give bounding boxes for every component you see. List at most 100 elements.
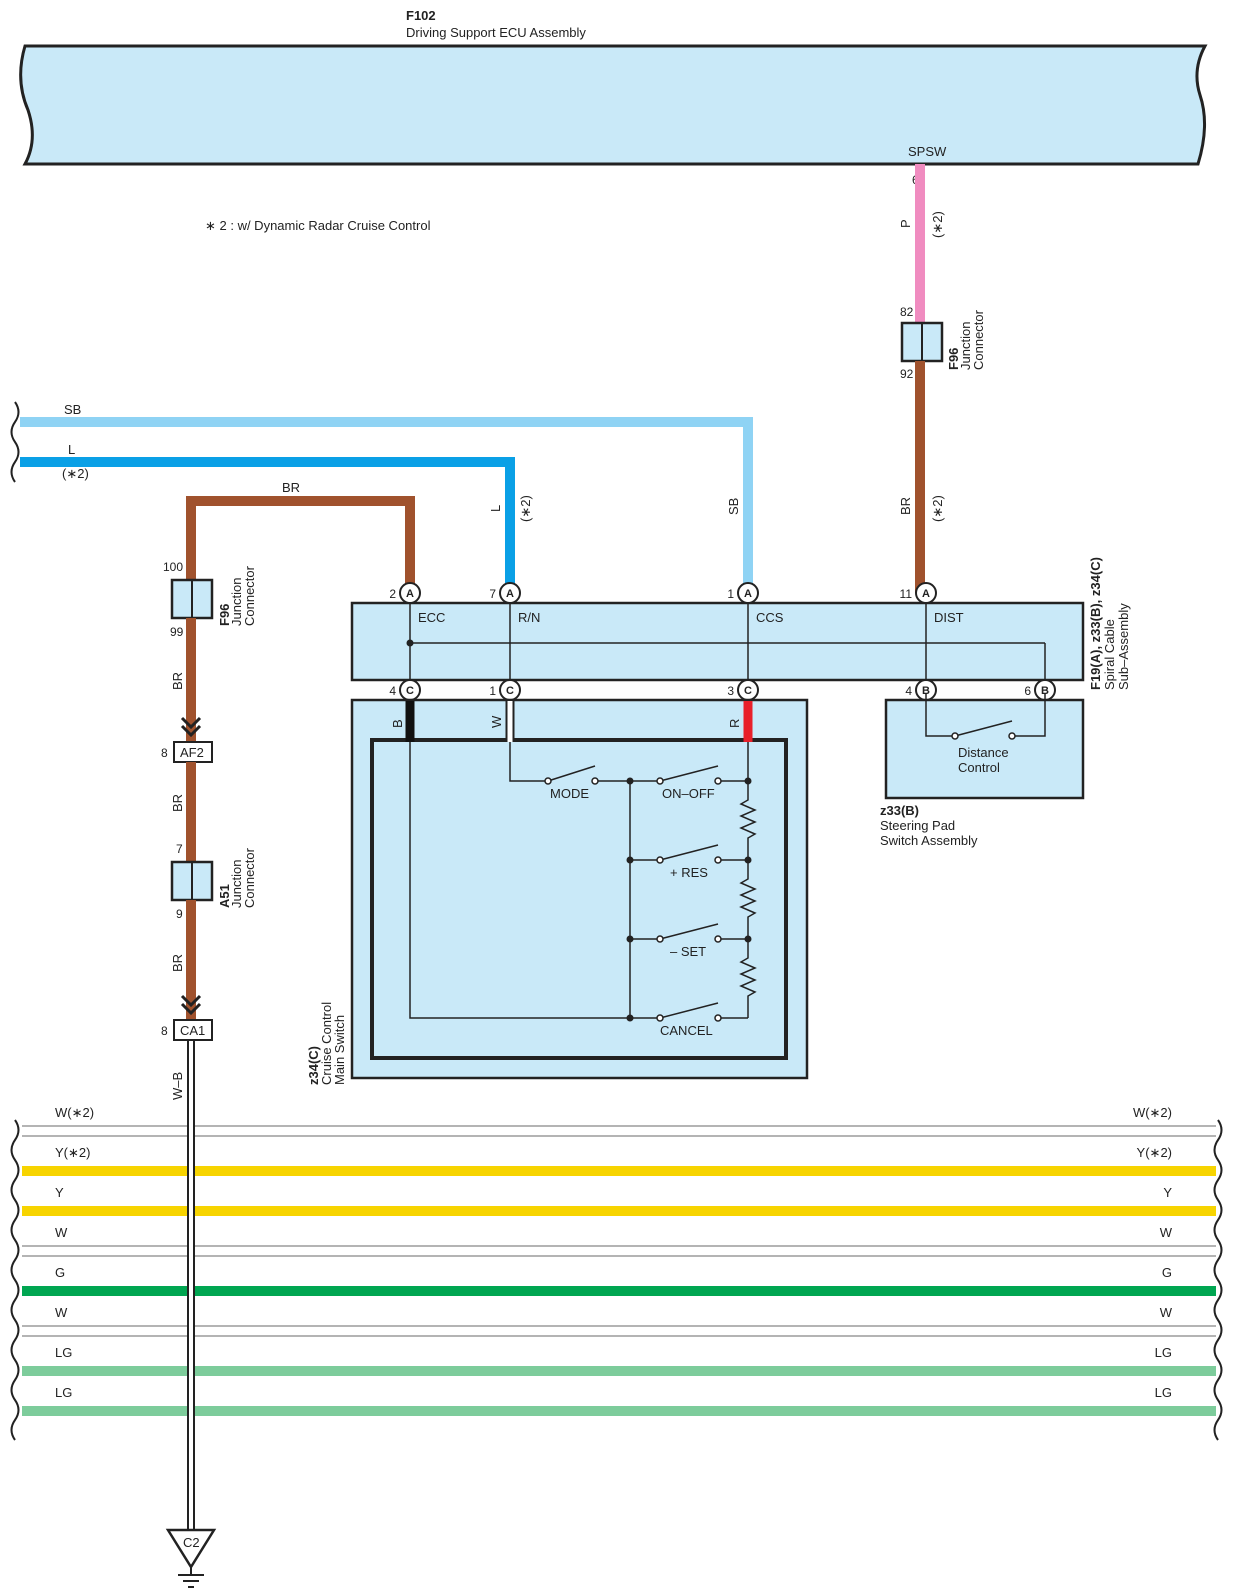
connector-arrow-ca1 [180, 994, 202, 1016]
upper-left-wires: SB L (∗2) [10, 401, 753, 593]
pad-code: z33(B) [880, 803, 919, 818]
pin-letter: A [406, 588, 414, 600]
br-ecc-wire [186, 496, 415, 593]
junction-connector-f96-top: 82 92 F96 Junction Connector [900, 305, 986, 381]
br-dist-label: BR [898, 497, 913, 515]
br-dist-tag: (∗2) [930, 495, 945, 522]
sb-wire-label: SB [64, 402, 81, 417]
bus-label-right: W [1160, 1225, 1173, 1240]
bus-label-right: LG [1155, 1385, 1172, 1400]
connector-ca1: CA1 8 [161, 1019, 213, 1530]
pin-number: 6 [1024, 684, 1031, 698]
cruise-control-main-switch: B W R [306, 698, 809, 1085]
br-label-1: BR [170, 672, 185, 690]
pin-function-label: DIST [934, 610, 964, 625]
bus-label-left: G [55, 1265, 65, 1280]
bus-label-right: W [1160, 1305, 1173, 1320]
pin-function-label: ECC [418, 610, 445, 625]
pin-letter: C [744, 685, 752, 697]
ground-code: C2 [183, 1535, 200, 1550]
l-wire-label: L [68, 442, 75, 457]
bus-label-right: Y(∗2) [1137, 1145, 1172, 1160]
f96-top-name2: Connector [971, 309, 986, 370]
switch-on-off-label: ON–OFF [662, 786, 715, 801]
distance-control-label-2: Control [958, 760, 1000, 775]
l-vert-label: L [488, 505, 503, 512]
connector-arrow-af2 [180, 716, 202, 738]
f96-left-name1: Junction [229, 578, 244, 626]
pin-letter: B [922, 685, 930, 697]
bus-label-right: W(∗2) [1133, 1105, 1172, 1120]
bus-label-left: LG [55, 1385, 72, 1400]
br-label-2: BR [170, 794, 185, 812]
pin-number: 7 [489, 587, 496, 601]
l-vert-tag: (∗2) [518, 495, 533, 522]
bus-label-left: Y [55, 1185, 64, 1200]
pin-letter: B [1041, 685, 1049, 697]
spiral-bottom-pin: C1 [489, 679, 521, 701]
a51-pin-in: 7 [176, 842, 183, 856]
p-wire-tag: (∗2) [930, 211, 945, 238]
switch-res-label: + RES [670, 865, 708, 880]
p-wire-label: P [898, 219, 913, 228]
pin-number: 3 [727, 684, 734, 698]
bus-line-7: LG LG [22, 1385, 1216, 1416]
bus-label-left: W [55, 1225, 68, 1240]
pin-function-label: CCS [756, 610, 784, 625]
pin-letter: C [506, 685, 514, 697]
ecu-terminal-label: SPSW [908, 144, 947, 159]
pin-number: 1 [489, 684, 496, 698]
r-wire-label: R [727, 719, 742, 728]
f96-left-pin-out: 99 [170, 625, 184, 639]
ecu-block: F102 Driving Support ECU Assembly SPSW 6 [19, 8, 1208, 187]
spiral-name1: Spiral Cable [1102, 619, 1117, 690]
f96-left-code: F96 [217, 604, 232, 626]
b-wire-label: B [390, 719, 405, 728]
spiral-bottom-pin: B6 [1024, 679, 1056, 701]
ecu-code: F102 [406, 8, 436, 23]
f96-top-code: F96 [946, 348, 961, 370]
pin-letter: A [506, 588, 514, 600]
f96-top-pin-in: 82 [900, 305, 914, 319]
bus-line-0: W(∗2) W(∗2) [22, 1105, 1216, 1137]
ca1-code: CA1 [180, 1023, 205, 1038]
main-switch-name2: Main Switch [332, 1015, 347, 1085]
f96-top-pin-out: 92 [900, 367, 914, 381]
spiral-bottom-pin: C4 [389, 679, 421, 701]
l-wire-tag: (∗2) [62, 466, 89, 481]
br-top-label: BR [282, 480, 300, 495]
switch-cancel-label: CANCEL [660, 1023, 713, 1038]
switch-mode-label: MODE [550, 786, 589, 801]
bus-line-1: Y(∗2)Y(∗2) [22, 1145, 1216, 1176]
f96-left-name2: Connector [242, 565, 257, 626]
bus-label-right: LG [1155, 1345, 1172, 1360]
sb-vert-label: SB [726, 498, 741, 515]
l-wire [20, 457, 515, 593]
a51-code: A51 [217, 884, 232, 908]
steering-pad-switch: Distance Control z33(B) Steering Pad Swi… [880, 693, 1085, 848]
sb-wire [20, 417, 753, 593]
spiral-name2: Sub–Assembly [1116, 603, 1131, 690]
main-switch-code: z34(C) [306, 1046, 321, 1085]
ground-symbol: C2 [165, 1528, 217, 1588]
main-switch-name1: Cruise Control [319, 1002, 334, 1085]
pin-number: 4 [905, 684, 912, 698]
spiral-bottom-pin: C3 [727, 679, 759, 701]
wb-label: W–B [170, 1072, 185, 1100]
af2-code: AF2 [180, 745, 204, 760]
bus-label-right: Y [1163, 1185, 1172, 1200]
pin-number: 1 [727, 587, 734, 601]
f96-left-pin-in: 100 [163, 560, 183, 574]
bus-label-left: W(∗2) [55, 1105, 94, 1120]
connector-af2: AF2 8 [161, 741, 213, 763]
